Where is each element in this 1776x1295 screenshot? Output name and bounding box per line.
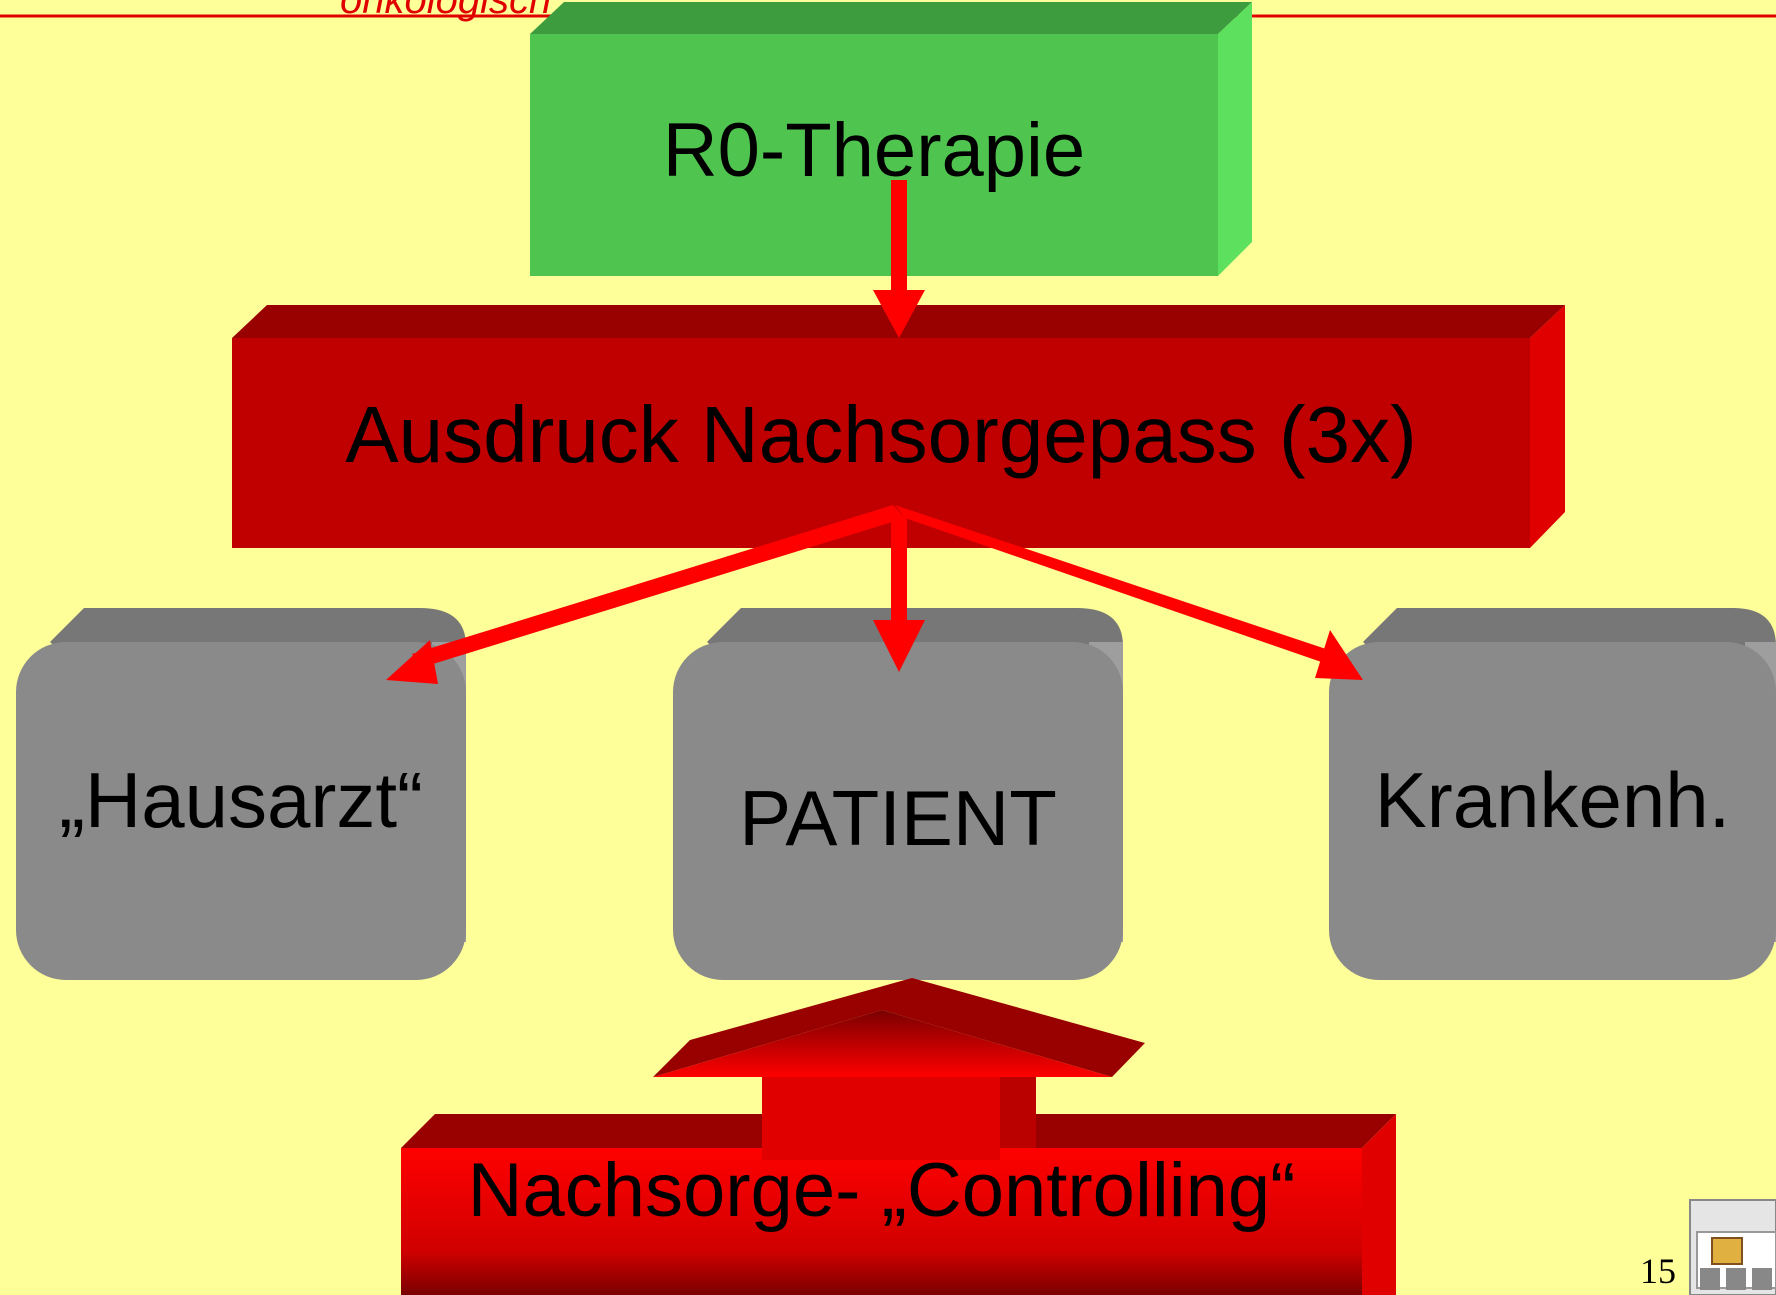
print-pass-label: Ausdruck Nachsorgepass (3x) xyxy=(345,390,1417,479)
controlling-block xyxy=(401,978,1396,1295)
controlling-label: Nachsorge- „Controlling“ xyxy=(467,1147,1296,1233)
gp-box xyxy=(16,608,466,980)
arrow-top-head xyxy=(873,290,925,338)
header-title: onkologisch xyxy=(340,0,552,22)
patient-label: PATIENT xyxy=(739,773,1057,862)
hospital-label: Krankenh. xyxy=(1374,755,1731,844)
gp-label: „Hausarzt“ xyxy=(58,755,424,844)
arrow-top-shaft xyxy=(891,180,907,292)
arrow-left-head xyxy=(386,640,438,684)
arrow-right-head xyxy=(1315,630,1363,680)
page-number: 15 xyxy=(1640,1251,1676,1291)
hospital-box xyxy=(1329,608,1776,980)
arrow-left-shaft xyxy=(412,505,905,668)
arrow-mid-shaft xyxy=(891,515,907,625)
r0-therapy-box xyxy=(530,2,1252,276)
patient-box xyxy=(673,608,1123,980)
flow-arrows xyxy=(386,180,1363,684)
arrow-right-shaft xyxy=(895,505,1335,665)
practice-logo xyxy=(1689,1199,1776,1295)
r0-therapy-label: R0-Therapie xyxy=(662,107,1086,193)
arrow-mid-head xyxy=(873,620,925,672)
up-arrow-head xyxy=(653,978,1145,1077)
